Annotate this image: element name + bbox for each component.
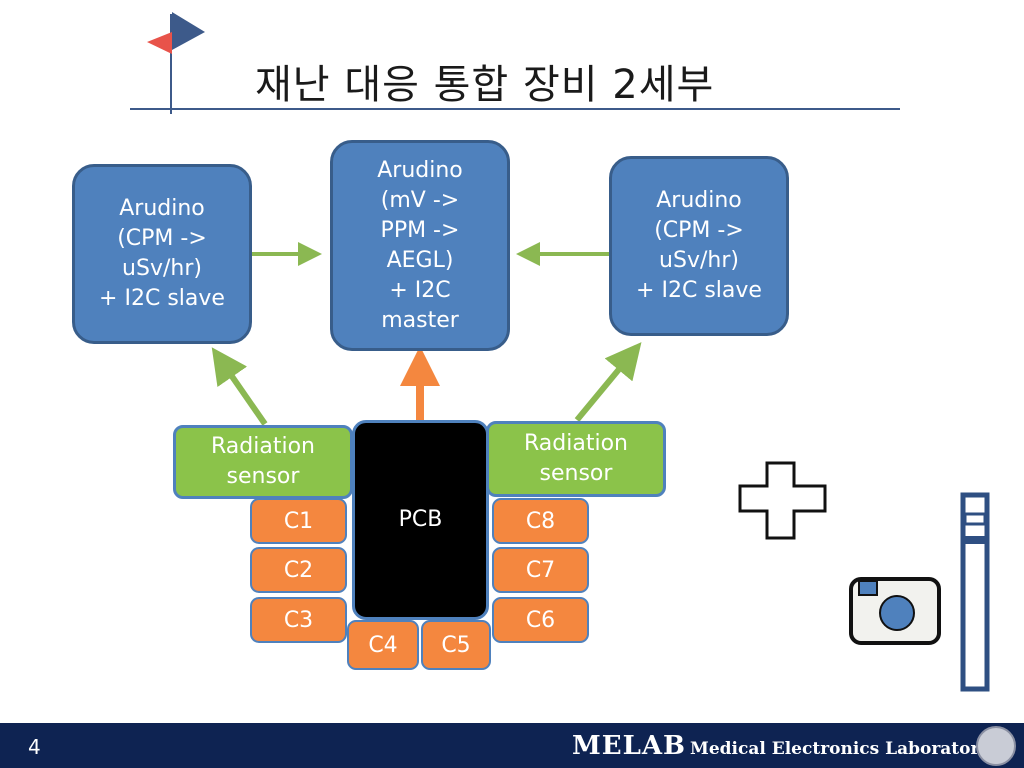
thermometer-icon [960, 492, 990, 692]
arrow-sensor-left-to-arduino [211, 347, 268, 426]
arduino-left-box: Arudino (CPM -> uSv/hr) + I2C slave [72, 164, 252, 344]
connector-c7: C7 [492, 547, 589, 593]
connector-c3: C3 [250, 597, 347, 643]
flag-icon [147, 12, 205, 54]
arduino-master-box: Arudino (mV -> PPM -> AEGL) + I2C master [330, 140, 510, 351]
connector-c8: C8 [492, 498, 589, 544]
connector-c5: C5 [421, 620, 491, 670]
connector-c2: C2 [250, 547, 347, 593]
brand-name: MELAB [572, 731, 687, 761]
arrow-sensor-right-to-arduino [574, 342, 642, 422]
slide-title: 재난 대응 통합 장비 2세부 [255, 62, 715, 108]
pcb-label: PCB [398, 507, 443, 532]
arduino-right-box: Arudino (CPM -> uSv/hr) + I2C slave [609, 156, 789, 336]
camera-icon [849, 577, 941, 645]
university-seal-icon [976, 726, 1016, 766]
footer-bar [0, 723, 1024, 768]
medical-cross-icon [738, 461, 827, 540]
pcb-block: PCB [352, 420, 489, 620]
connector-c1: C1 [250, 498, 347, 544]
radiation-sensor-left: Radiation sensor [173, 425, 353, 499]
radiation-sensor-right: Radiation sensor [486, 421, 666, 497]
brand-subtitle: Medical Electronics Laboratory [690, 739, 990, 759]
page-number: 4 [28, 735, 41, 759]
connector-c6: C6 [492, 597, 589, 643]
connector-c4: C4 [347, 620, 419, 670]
title-underline [130, 108, 900, 110]
flag-pole [170, 14, 172, 114]
